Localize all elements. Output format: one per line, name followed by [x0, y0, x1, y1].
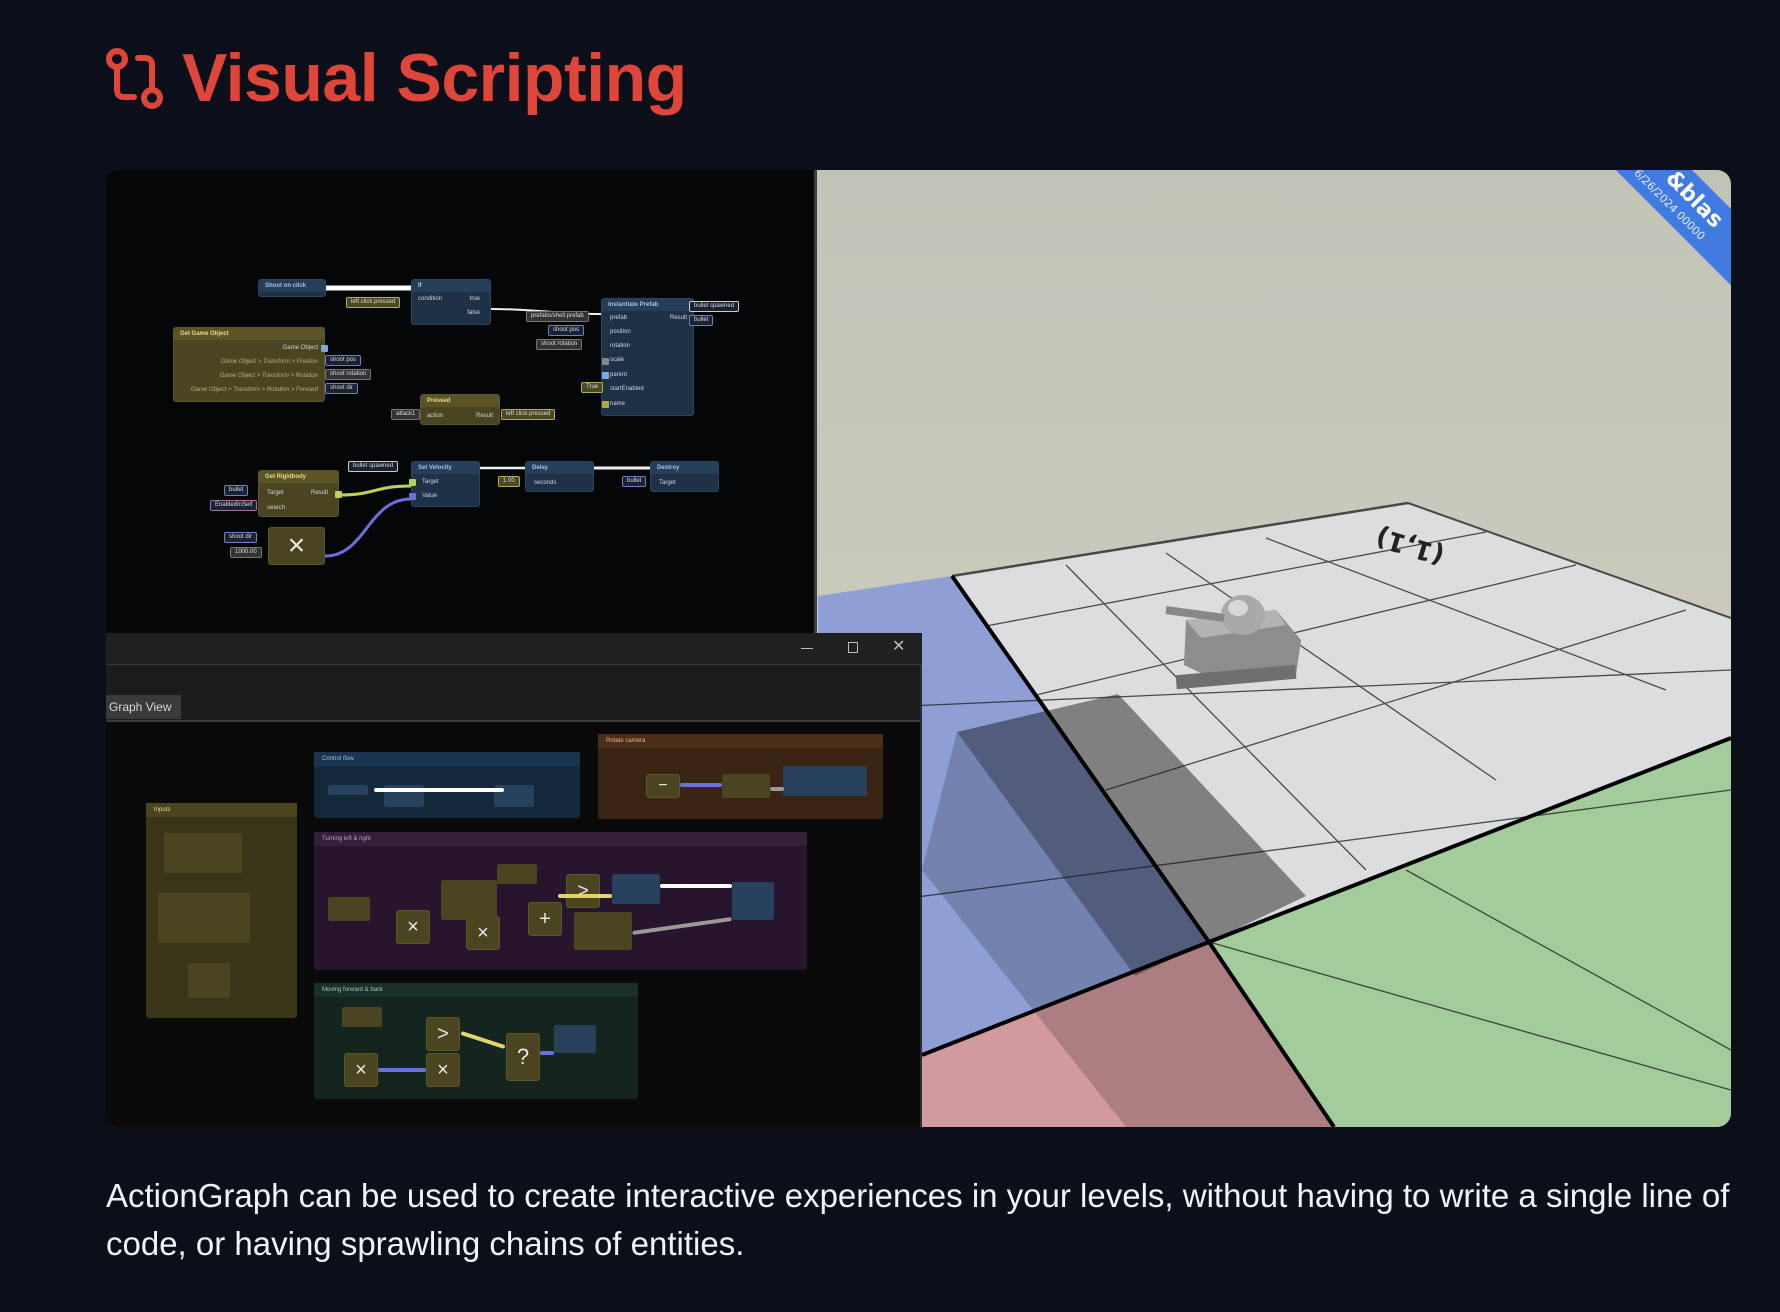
group-inputs[interactable]: Inputs — [146, 803, 297, 1018]
window-titlebar[interactable] — [106, 633, 922, 665]
group-rotate-camera[interactable]: Rotate camera − — [598, 734, 883, 819]
node-set-velocity[interactable]: Set Velocity Target Value — [409, 461, 480, 507]
minimize-icon[interactable] — [801, 648, 813, 649]
action-graph-canvas[interactable]: Shoot on click If condition true false l… — [106, 170, 817, 633]
node-shoot-on-click[interactable]: Shoot on click — [258, 279, 326, 297]
group-turning-left-right[interactable]: Turning left & right × × + > — [314, 832, 807, 970]
node-if[interactable]: If condition true false — [411, 279, 491, 325]
close-icon[interactable]: ✕ — [892, 636, 906, 655]
git-branch-icon — [106, 48, 163, 109]
chip-shoot-rotation-out[interactable]: shoot rotation — [325, 369, 372, 380]
node-get-rigidbody[interactable]: Get Rigidbody Target Result search — [258, 470, 342, 517]
node-instantiate-prefab[interactable]: Instantiate Prefab prefab Result positio… — [601, 298, 694, 416]
node-get-game-object[interactable]: Get Game Object Game Object Game Object … — [173, 327, 328, 402]
scene-viewport: (1,1) &blas 6/26/2024 00000 — [817, 170, 1731, 1127]
group-control-flow[interactable]: Control flow — [314, 752, 580, 818]
section-description: ActionGraph can be used to create intera… — [106, 1177, 1730, 1262]
maximize-icon[interactable] — [848, 642, 858, 653]
chip-delay-seconds[interactable]: 1.00 — [498, 476, 520, 487]
page-title: Visual Scripting — [182, 40, 687, 116]
chip-attack1[interactable]: attack1 — [391, 409, 421, 420]
chip-left-click-pressed-out[interactable]: left click pressed — [501, 409, 556, 420]
chip-enabled-in-self[interactable]: EnabledInSelf — [210, 500, 258, 511]
chip-bullet-spawned-in[interactable]: bullet spawned — [348, 461, 399, 472]
chip-destroy-bullet[interactable]: bullet — [622, 476, 647, 487]
node-pressed[interactable]: Pressed action Result — [420, 394, 500, 425]
node-multiply[interactable]: × — [268, 527, 325, 565]
chip-bullet[interactable]: bullet — [689, 315, 714, 326]
chip-shoot-dir-out[interactable]: shoot dir — [325, 383, 359, 394]
section-header: Visual Scripting — [104, 38, 687, 118]
chip-shoot-rotation[interactable]: shoot rotation — [536, 339, 583, 350]
node-destroy[interactable]: Destroy Target — [650, 461, 719, 492]
graph-editor-window: ✕ Graph View Inputs Control flow Rotate … — [106, 633, 922, 1127]
group-moving-forward-back[interactable]: Moving forward & back > × × ? — [314, 983, 638, 1099]
screenshot-panel: (1,1) &blas 6/26/2024 00000 Shoot on cli… — [106, 170, 1731, 1127]
chip-bullet-target[interactable]: bullet — [224, 485, 249, 496]
chip-shoot-pos-out[interactable]: shoot pos — [325, 355, 362, 366]
tank-model — [1165, 595, 1301, 690]
chip-1000[interactable]: 1000.00 — [230, 547, 262, 558]
graph-view-canvas[interactable]: Inputs Control flow Rotate camera − — [106, 720, 920, 1127]
chip-left-click-pressed[interactable]: left click pressed — [346, 297, 401, 308]
chip-shoot-pos[interactable]: shoot pos — [548, 325, 585, 336]
chip-true[interactable]: True — [581, 382, 604, 393]
chip-bullet-spawned[interactable]: bullet spawned — [689, 301, 740, 312]
chip-shoot-dir-in[interactable]: shoot dir — [224, 532, 258, 543]
node-delay[interactable]: Delay seconds — [525, 461, 594, 492]
tab-graph-view[interactable]: Graph View — [106, 695, 181, 719]
chip-prefab-path[interactable]: prefabs/shell.prefab — [526, 311, 589, 322]
